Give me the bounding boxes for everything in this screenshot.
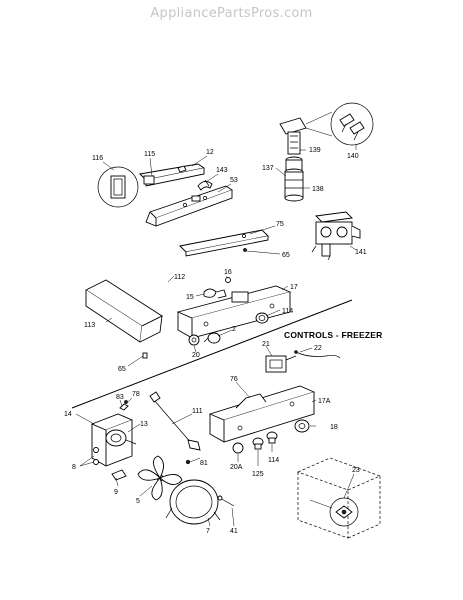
- callout-137: 137: [262, 165, 274, 172]
- part-2-knob[interactable]: [203, 332, 221, 344]
- callout-112: 112: [174, 274, 185, 281]
- callout-5: 5: [136, 498, 140, 505]
- callout-17a: 17A: [318, 398, 331, 405]
- part-15-socket[interactable]: [203, 288, 227, 299]
- part-16-bulb[interactable]: [225, 277, 231, 283]
- callout-labels: 116 115 12 143 53 139 140 137 138 75 65 …: [64, 147, 367, 535]
- callout-139: 139: [309, 147, 321, 154]
- callout-65a: 65: [282, 252, 290, 259]
- callout-114a: 114: [282, 308, 293, 315]
- part-83-clip[interactable]: [119, 403, 129, 411]
- part-75-plate[interactable]: [179, 229, 269, 257]
- callout-21: 21: [262, 341, 270, 348]
- part-41-screw[interactable]: [217, 495, 235, 507]
- callout-9: 9: [114, 489, 118, 496]
- callout-7: 7: [206, 528, 210, 535]
- callout-116: 116: [92, 155, 103, 162]
- callout-111: 111: [192, 408, 203, 415]
- callout-16: 16: [224, 269, 232, 276]
- section-divider: [71, 299, 353, 409]
- part-116-gasket[interactable]: [97, 166, 139, 208]
- part-78-screw[interactable]: [124, 400, 128, 404]
- callout-78: 78: [132, 391, 140, 398]
- part-112-rod[interactable]: [144, 270, 178, 300]
- part-81-screw[interactable]: [185, 459, 191, 465]
- callout-141: 141: [355, 249, 367, 256]
- part-7-fan-shroud[interactable]: [165, 479, 221, 525]
- part-114-knob-upper[interactable]: [255, 312, 269, 324]
- callout-140: 140: [347, 153, 359, 160]
- part-111-wire-harness[interactable]: [149, 391, 201, 451]
- callout-143: 143: [216, 167, 228, 174]
- part-138-cylinder[interactable]: [284, 156, 304, 202]
- callout-75: 75: [276, 221, 284, 228]
- callout-8: 8: [72, 464, 76, 471]
- section-title: CONTROLS - FREEZER: [284, 330, 383, 340]
- part-9-bracket[interactable]: [111, 469, 127, 481]
- callout-20: 20: [192, 352, 200, 359]
- callout-2: 2: [232, 326, 236, 333]
- part-140-fittings-detail[interactable]: [305, 102, 374, 146]
- part-17a-freezer-housing[interactable]: [208, 385, 316, 443]
- part-125-knob[interactable]: [252, 437, 264, 450]
- callout-12: 12: [206, 149, 214, 156]
- watermark: AppliancePartsPros.com: [150, 6, 313, 21]
- callout-13: 13: [140, 421, 148, 428]
- callout-17: 17: [290, 284, 298, 291]
- part-20a-knob[interactable]: [232, 442, 244, 454]
- callout-14: 14: [64, 411, 72, 418]
- callout-22: 22: [314, 345, 322, 352]
- callout-15: 15: [186, 294, 194, 301]
- part-22-capillary-tube[interactable]: [294, 350, 341, 359]
- callout-138: 138: [312, 186, 324, 193]
- part-18-knob[interactable]: [294, 419, 310, 433]
- part-17-control-housing[interactable]: [176, 285, 292, 339]
- part-65-screw-upper[interactable]: [243, 248, 247, 252]
- callout-81: 81: [200, 460, 208, 467]
- part-23-cabinet-detail[interactable]: [297, 457, 381, 539]
- part-65-screw-lower[interactable]: [142, 352, 148, 359]
- callout-18: 18: [330, 424, 338, 431]
- callout-115: 115: [144, 151, 155, 158]
- leader-lines: [75, 144, 357, 527]
- part-139-valve-fitting[interactable]: [279, 117, 307, 155]
- callout-20a: 20A: [230, 464, 243, 471]
- callout-113: 113: [84, 322, 95, 329]
- callout-41: 41: [230, 528, 238, 535]
- part-5-fan-blade[interactable]: [137, 455, 183, 501]
- callout-125: 125: [252, 471, 264, 478]
- part-141-valve-assembly[interactable]: [311, 211, 361, 261]
- part-21-thermostat[interactable]: [265, 355, 297, 373]
- part-12-bracket[interactable]: [139, 163, 206, 187]
- callout-53: 53: [230, 177, 238, 184]
- part-20-knob[interactable]: [188, 334, 200, 346]
- part-143-clip[interactable]: [197, 179, 213, 191]
- callout-114b: 114: [268, 457, 279, 464]
- callout-76: 76: [230, 376, 238, 383]
- part-114-knob-lower[interactable]: [266, 431, 278, 444]
- part-113-channel[interactable]: [85, 279, 163, 343]
- callout-23: 23: [352, 467, 360, 474]
- callout-83: 83: [116, 394, 124, 401]
- part-53-mounting-bracket[interactable]: [145, 185, 233, 227]
- part-13-fan-motor[interactable]: [105, 429, 137, 447]
- callout-65b: 65: [118, 366, 126, 373]
